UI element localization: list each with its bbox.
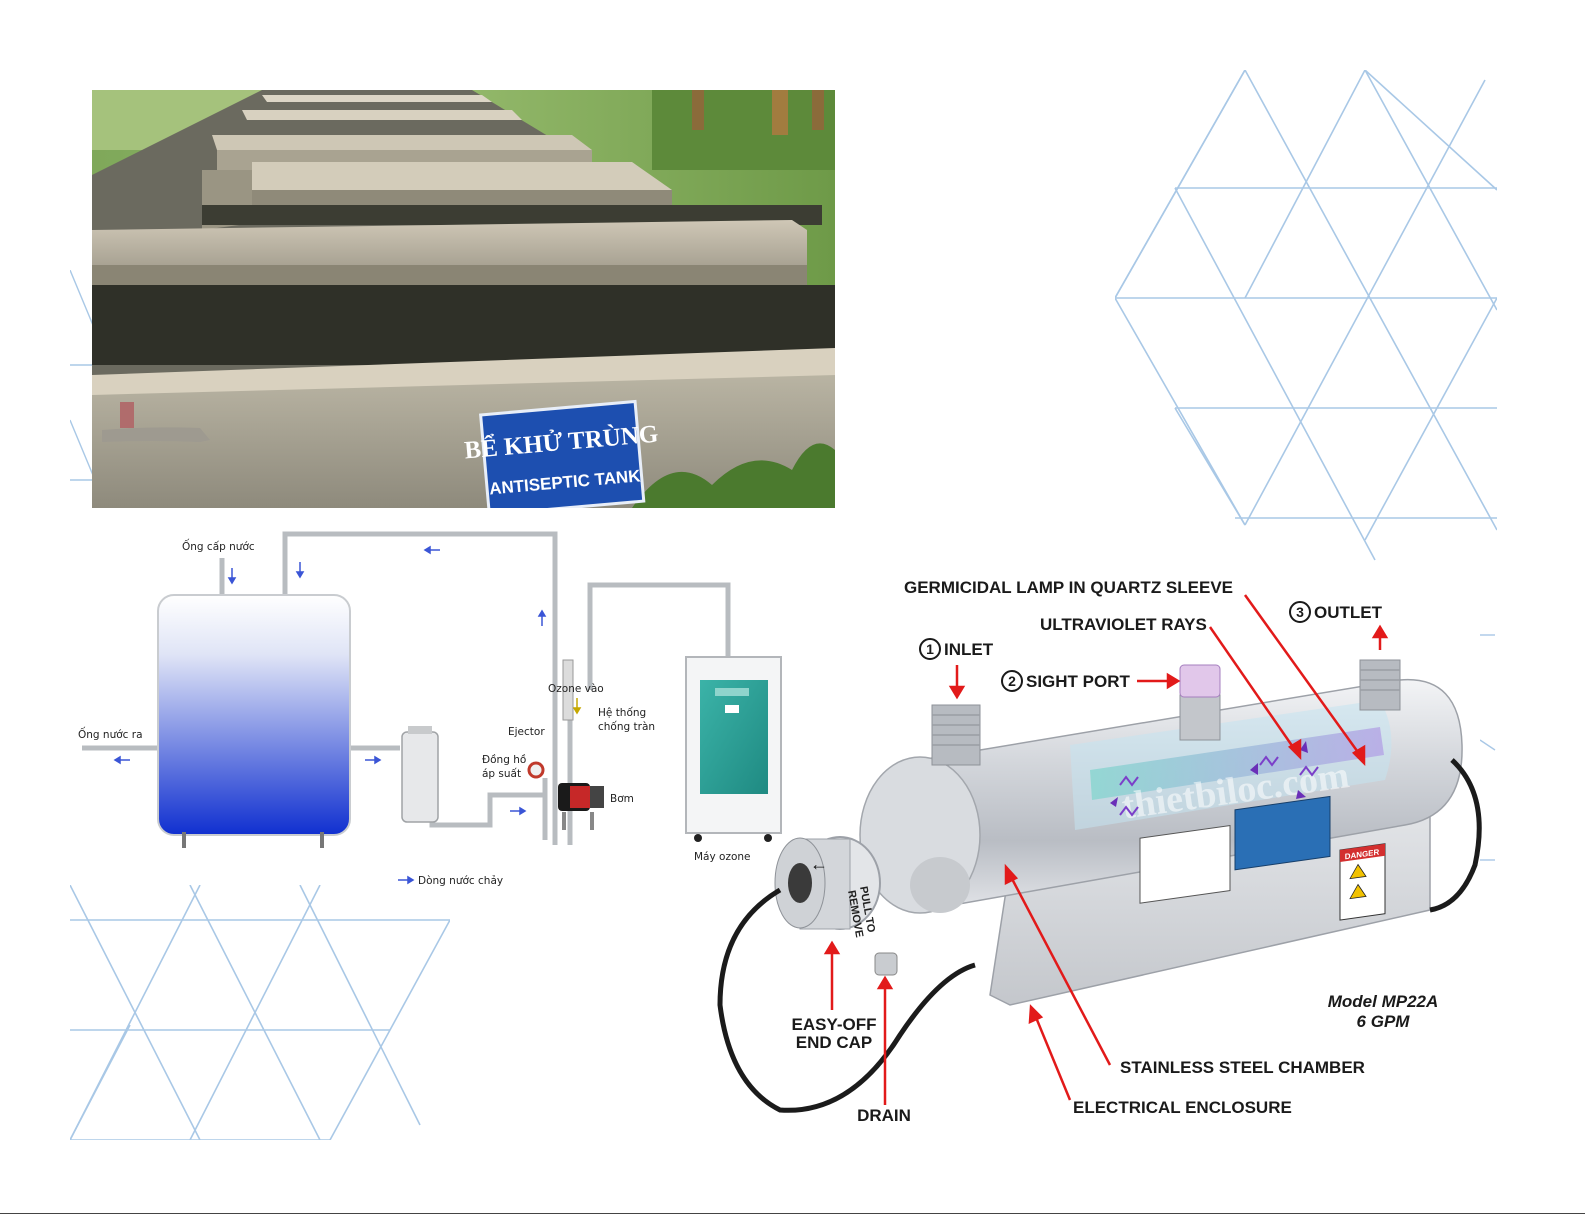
inlet-number-circle xyxy=(919,638,941,660)
outlet-number-circle xyxy=(1289,601,1311,623)
pump-icon xyxy=(558,783,604,830)
drain-label: DRAIN xyxy=(857,1106,911,1125)
end-cap: PULL TO REMOVE ← xyxy=(774,836,881,938)
antiseptic-tank-photo: BỂ KHỬ TRÙNG ANTISEPTIC TANK xyxy=(92,90,835,508)
model-label-1: Model MP22A xyxy=(1328,992,1439,1011)
inlet-label: INLET xyxy=(944,640,994,659)
power-cable xyxy=(717,887,976,1113)
pressure-gauge-label-2: áp suất xyxy=(482,768,521,780)
model-label-2: 6 GPM xyxy=(1357,1012,1411,1031)
drain-valve xyxy=(874,952,898,976)
end-cap-label-2: END CAP xyxy=(796,1033,873,1052)
supply-pipe-label: Ống cấp nước xyxy=(182,539,255,553)
pressure-gauge-label-1: Đồng hồ xyxy=(482,754,526,766)
spec-plate xyxy=(1234,795,1331,871)
ejector-label: Ejector xyxy=(508,726,545,738)
triangle-pattern-right-bottom xyxy=(1480,634,1496,861)
germicidal-lamp xyxy=(1090,727,1384,800)
outlet-label: OUTLET xyxy=(1314,603,1383,622)
outlet-number: 3 xyxy=(1296,604,1304,620)
triangle-pattern-left-mid xyxy=(70,270,96,481)
sight-port-label: SIGHT PORT xyxy=(1026,672,1131,691)
end-cap-label-1: EASY-OFF xyxy=(791,1015,876,1034)
brand-plate xyxy=(1139,824,1231,904)
pressure-gauge-icon xyxy=(527,761,545,779)
inlet-number: 1 xyxy=(926,641,934,657)
warning-icon-2 xyxy=(1349,883,1367,900)
water-tank xyxy=(157,594,351,836)
sight-port-number: 2 xyxy=(1008,673,1016,689)
uv-sterilizer-diagram: thietbiloc.com PULL TO REMOVE ← DA xyxy=(717,578,1482,1125)
danger-label: DANGER xyxy=(1339,843,1386,921)
power-cable-right xyxy=(1429,758,1482,913)
warning-icon xyxy=(1349,863,1367,880)
germicidal-lamp-label: GERMICIDAL LAMP IN QUARTZ SLEEVE xyxy=(904,578,1233,597)
tank-sign xyxy=(479,399,646,508)
enclosure-label: ELECTRICAL ENCLOSURE xyxy=(1073,1098,1292,1117)
flow-legend-label: Dòng nước chảy xyxy=(418,875,503,887)
arrow-left-icon: ← xyxy=(810,854,828,874)
filter-housing xyxy=(401,731,439,823)
anti-overflow-label-2: chống tràn xyxy=(598,721,655,733)
triangle-pattern-left-bottom xyxy=(70,885,450,1140)
outlet-pipe-label: Ống nước ra xyxy=(78,727,143,741)
ozone-machine-label: Máy ozone xyxy=(694,851,751,863)
ozone-treatment-diagram: Ống cấp nước Ống nước ra Ozone vào Hệ th… xyxy=(78,531,782,887)
sight-port-number-circle xyxy=(1001,670,1023,692)
sight-port xyxy=(1179,694,1221,741)
chamber-label: STAINLESS STEEL CHAMBER xyxy=(1120,1058,1365,1077)
pump-label: Bơm xyxy=(610,793,634,805)
ejector xyxy=(562,659,574,721)
anti-overflow-label-1: Hệ thống xyxy=(598,707,646,719)
ozone-in-label: Ozone vào xyxy=(548,683,604,695)
triangle-pattern-right xyxy=(1115,70,1497,561)
ultraviolet-rays-label: ULTRAVIOLET RAYS xyxy=(1040,615,1207,634)
ozone-machine-icon xyxy=(685,656,782,842)
bottom-divider xyxy=(0,1213,1585,1214)
outlet-port xyxy=(1359,659,1401,711)
